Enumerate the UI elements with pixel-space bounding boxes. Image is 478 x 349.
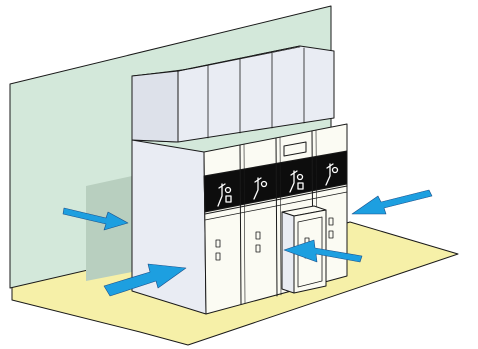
arrow-right [352, 190, 432, 214]
switchboard-side-panel [132, 140, 206, 314]
